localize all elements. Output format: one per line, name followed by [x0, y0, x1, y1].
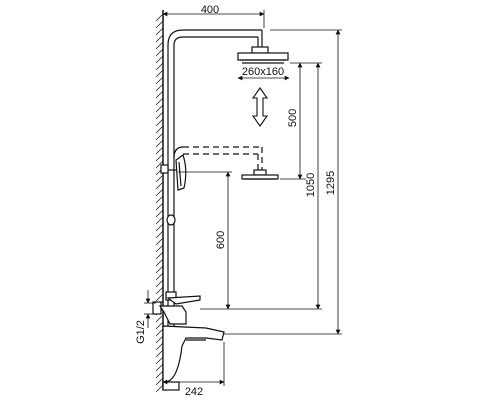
dim-label-600: 600 — [215, 231, 227, 249]
dim-g12 — [144, 290, 156, 328]
wall-hatch-line — [155, 279, 164, 288]
dim-label-500: 500 — [287, 109, 299, 127]
wall-hatch-line — [155, 209, 164, 218]
wall-hatch-line — [155, 174, 164, 183]
wall-hatch-line — [155, 34, 164, 43]
wall-hatch-line — [155, 118, 164, 127]
wall-hatch-line — [155, 132, 164, 141]
wall-hatch-line — [155, 55, 164, 64]
wall-hatch-line — [155, 272, 164, 281]
wall-hatch-line — [155, 258, 164, 267]
dim-label-thread: G1/2 — [135, 320, 147, 344]
dim-label-400: 400 — [201, 4, 219, 16]
wall-hatch-line — [155, 251, 164, 260]
dim-400 — [162, 10, 265, 28]
riser-pipe — [167, 29, 263, 330]
dim-label-1295: 1295 — [325, 171, 337, 195]
wall-hatch-line — [155, 223, 164, 232]
wall-hatch-line — [155, 146, 164, 155]
mixer — [152, 295, 225, 391]
wall-hatch-line — [155, 230, 164, 239]
wall-hatch-line — [155, 139, 164, 148]
wall-hatch-line — [155, 384, 164, 393]
wall-hatch-line — [155, 335, 164, 344]
wall-hatch-line — [155, 27, 164, 36]
wall-hatch-line — [155, 293, 164, 302]
shower-head-upper — [237, 46, 289, 64]
shower-head-lower — [241, 169, 279, 180]
dashed-arm-elbow — [173, 146, 184, 159]
wall-hatch-line — [155, 202, 164, 211]
wall-hatch-line — [155, 69, 164, 78]
extension-lines — [178, 29, 342, 335]
wall-hatch-line — [155, 20, 164, 29]
hand-shower — [160, 154, 187, 191]
wall-hatch-line — [155, 216, 164, 225]
wall-hatch-line — [155, 244, 164, 253]
wall-hatch-line — [155, 104, 164, 113]
wall-hatch-line — [155, 181, 164, 190]
wall-hatch-line — [155, 237, 164, 246]
wall-hatch-line — [155, 97, 164, 106]
wall-hatch-line — [155, 314, 164, 323]
wall-hatch-line — [155, 153, 164, 162]
slide-arrow — [251, 87, 269, 127]
wall-hatch-line — [155, 83, 164, 92]
wall-hatch-line — [155, 265, 164, 274]
wall-hatch-line — [155, 328, 164, 337]
wall-hatch-line — [155, 76, 164, 85]
wall-hatch-line — [155, 125, 164, 134]
dim-label-1050: 1050 — [305, 173, 317, 197]
wall-hatch-line — [155, 90, 164, 99]
wall-hatch-line — [155, 62, 164, 71]
wall-hatch-line — [155, 195, 164, 204]
wall-hatch-line — [155, 342, 164, 351]
wall-hatch-line — [155, 160, 164, 169]
wall-hatch-line — [155, 377, 164, 386]
wall-hatch-line — [155, 13, 164, 22]
wall — [155, 10, 164, 393]
wall-hatch-line — [155, 48, 164, 57]
wall-hatch-line — [155, 363, 164, 372]
dim-242 — [162, 342, 225, 386]
wall-hatch-line — [155, 111, 164, 120]
wall-hatch-line — [155, 188, 164, 197]
wall-hatch-line — [155, 370, 164, 379]
wall-hatch-line — [155, 41, 164, 50]
wall-hatch-line — [155, 286, 164, 295]
dashed-arm — [183, 146, 263, 170]
dim-label-260x160: 260x160 — [242, 66, 284, 78]
wall-hatch-line — [155, 349, 164, 358]
wall-hatch-line — [155, 356, 164, 365]
dim-label-242: 242 — [185, 386, 203, 398]
riser-joints — [165, 214, 177, 301]
wall-hatch-line — [155, 321, 164, 330]
